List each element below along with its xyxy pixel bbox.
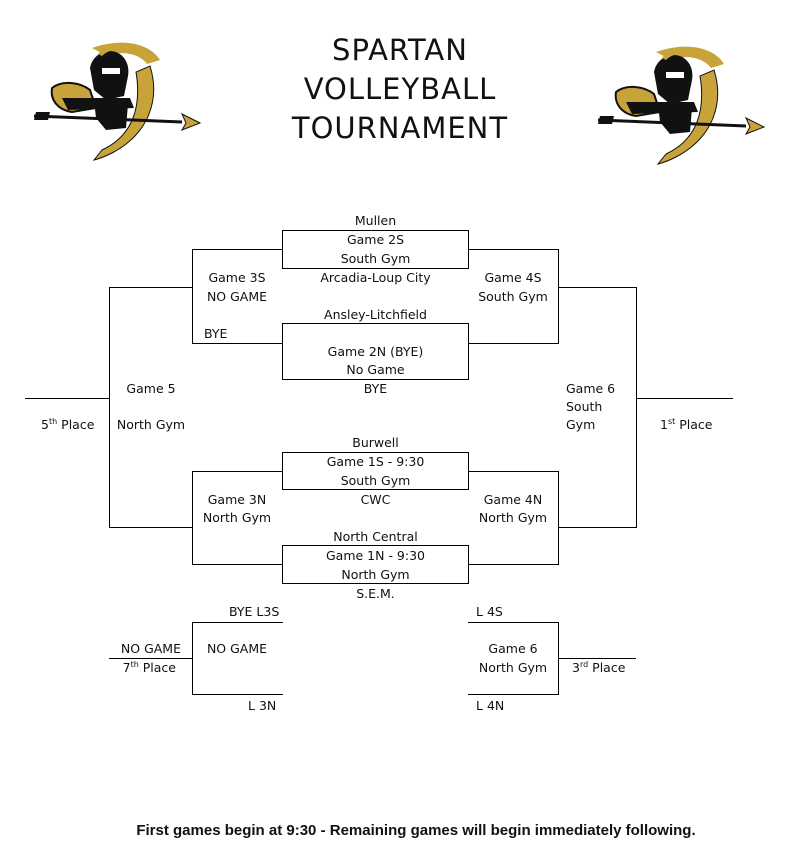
spartan-logo-right [596, 42, 766, 166]
game-6-location-1: South [566, 399, 603, 414]
loser-4n-label: L 4N [476, 698, 505, 713]
title-line-3: TOURNAMENT [291, 111, 509, 145]
bracket-line [109, 287, 110, 528]
team-sem: S.E.M. [356, 586, 395, 601]
game-1n-label: Game 1N - 9:30 [325, 548, 426, 563]
game-4n-label: Game 4N [483, 492, 543, 507]
place-ordinal: th [130, 659, 139, 669]
bracket-line [109, 287, 193, 288]
team-arcadia-loup-city: Arcadia-Loup City [320, 270, 431, 285]
bracket-line [468, 249, 558, 250]
consolation-game-6-label: Game 6 [488, 641, 538, 656]
place-number: 3 [572, 660, 580, 675]
bracket-line [192, 564, 283, 565]
place-ordinal: st [667, 416, 676, 426]
team-mullen: Mullen [354, 213, 397, 228]
game-4s-location: South Gym [478, 289, 548, 304]
place-word: Place [679, 417, 713, 432]
loser-3n-label: L 3N [248, 698, 277, 713]
title-line-2: VOLLEYBALL [303, 72, 497, 106]
bracket-line [192, 622, 283, 623]
game-2n-box [282, 323, 469, 380]
game-5-location: North Gym [116, 417, 186, 432]
loser-4s-label: L 4S [476, 604, 503, 619]
game-3s-status: NO GAME [206, 289, 268, 304]
bracket-line [109, 658, 193, 659]
game-1n-box [282, 545, 469, 584]
bracket-line [558, 287, 636, 288]
game-3s-bye: BYE [204, 326, 228, 341]
team-north-central: North Central [333, 529, 418, 544]
spartan-logo-icon [597, 46, 766, 165]
bracket-line [192, 249, 283, 250]
spartan-logo-icon [33, 42, 202, 161]
bracket-line [192, 694, 283, 695]
bracket-line [109, 527, 193, 528]
bye-l3s-label: BYE L3S [229, 604, 280, 619]
place-word: Place [142, 660, 176, 675]
bracket-line [192, 249, 193, 344]
team-burwell: Burwell [352, 435, 399, 450]
bracket-line [468, 471, 558, 472]
bracket-line [558, 658, 636, 659]
place-ordinal: th [48, 416, 58, 426]
bracket-line [468, 343, 558, 344]
third-place-label: 3rd Place [572, 659, 625, 677]
game-1s-label: Game 1S - 9:30 [326, 454, 425, 469]
bracket-line [558, 249, 559, 344]
game-5-label: Game 5 [126, 381, 176, 396]
place-ordinal: rd [579, 659, 589, 669]
place-word: Place [61, 417, 95, 432]
title-line-1: SPARTAN [332, 33, 468, 67]
game-1s-box [282, 452, 469, 490]
game-2s-box [282, 230, 469, 269]
game-3s-label: Game 3S [208, 270, 266, 285]
bracket-line [192, 471, 193, 565]
bracket-line [558, 471, 559, 565]
fifth-place-label: 5th Place [41, 416, 94, 434]
bracket-line [558, 527, 636, 528]
consolation-no-game: NO GAME [206, 641, 268, 656]
first-place-label: 1st Place [660, 416, 712, 434]
bracket-line [636, 398, 733, 399]
spartan-logo-left [32, 38, 202, 162]
game-6-label: Game 6 [566, 381, 616, 396]
place-word: Place [592, 660, 626, 675]
game-2n-label: Game 2N (BYE) [327, 344, 424, 359]
team-ansley-litchfield: Ansley-Litchfield [324, 307, 427, 322]
place-number: 5 [41, 417, 49, 432]
bracket-line [25, 398, 110, 399]
footer-note: First games begin at 9:30 - Remaining ga… [136, 822, 696, 839]
bracket-line [468, 564, 558, 565]
bracket-line [192, 471, 283, 472]
seventh-place-result: NO GAME [120, 641, 181, 656]
bracket-line [468, 622, 558, 623]
team-bye: BYE [363, 381, 388, 396]
game-2s-location: South Gym [340, 251, 411, 266]
consolation-game-6-location: North Gym [478, 660, 548, 675]
game-4n-location: North Gym [478, 510, 548, 525]
team-cwc: CWC [360, 492, 391, 507]
game-3n-location: North Gym [202, 510, 272, 525]
place-number: 7 [122, 660, 131, 675]
game-4s-label: Game 4S [484, 270, 542, 285]
game-1n-location: North Gym [341, 567, 410, 582]
bracket-line [468, 694, 558, 695]
game-6-location-2: Gym [566, 417, 596, 432]
seventh-place-label: 7th Place [110, 659, 176, 677]
place-number: 1 [660, 417, 668, 432]
bracket-line [636, 287, 637, 528]
game-3n-label: Game 3N [207, 492, 267, 507]
game-1s-location: South Gym [340, 473, 411, 488]
game-2s-label: Game 2S [346, 232, 405, 247]
bracket-line [192, 343, 283, 344]
game-2n-status: No Game [346, 362, 405, 377]
